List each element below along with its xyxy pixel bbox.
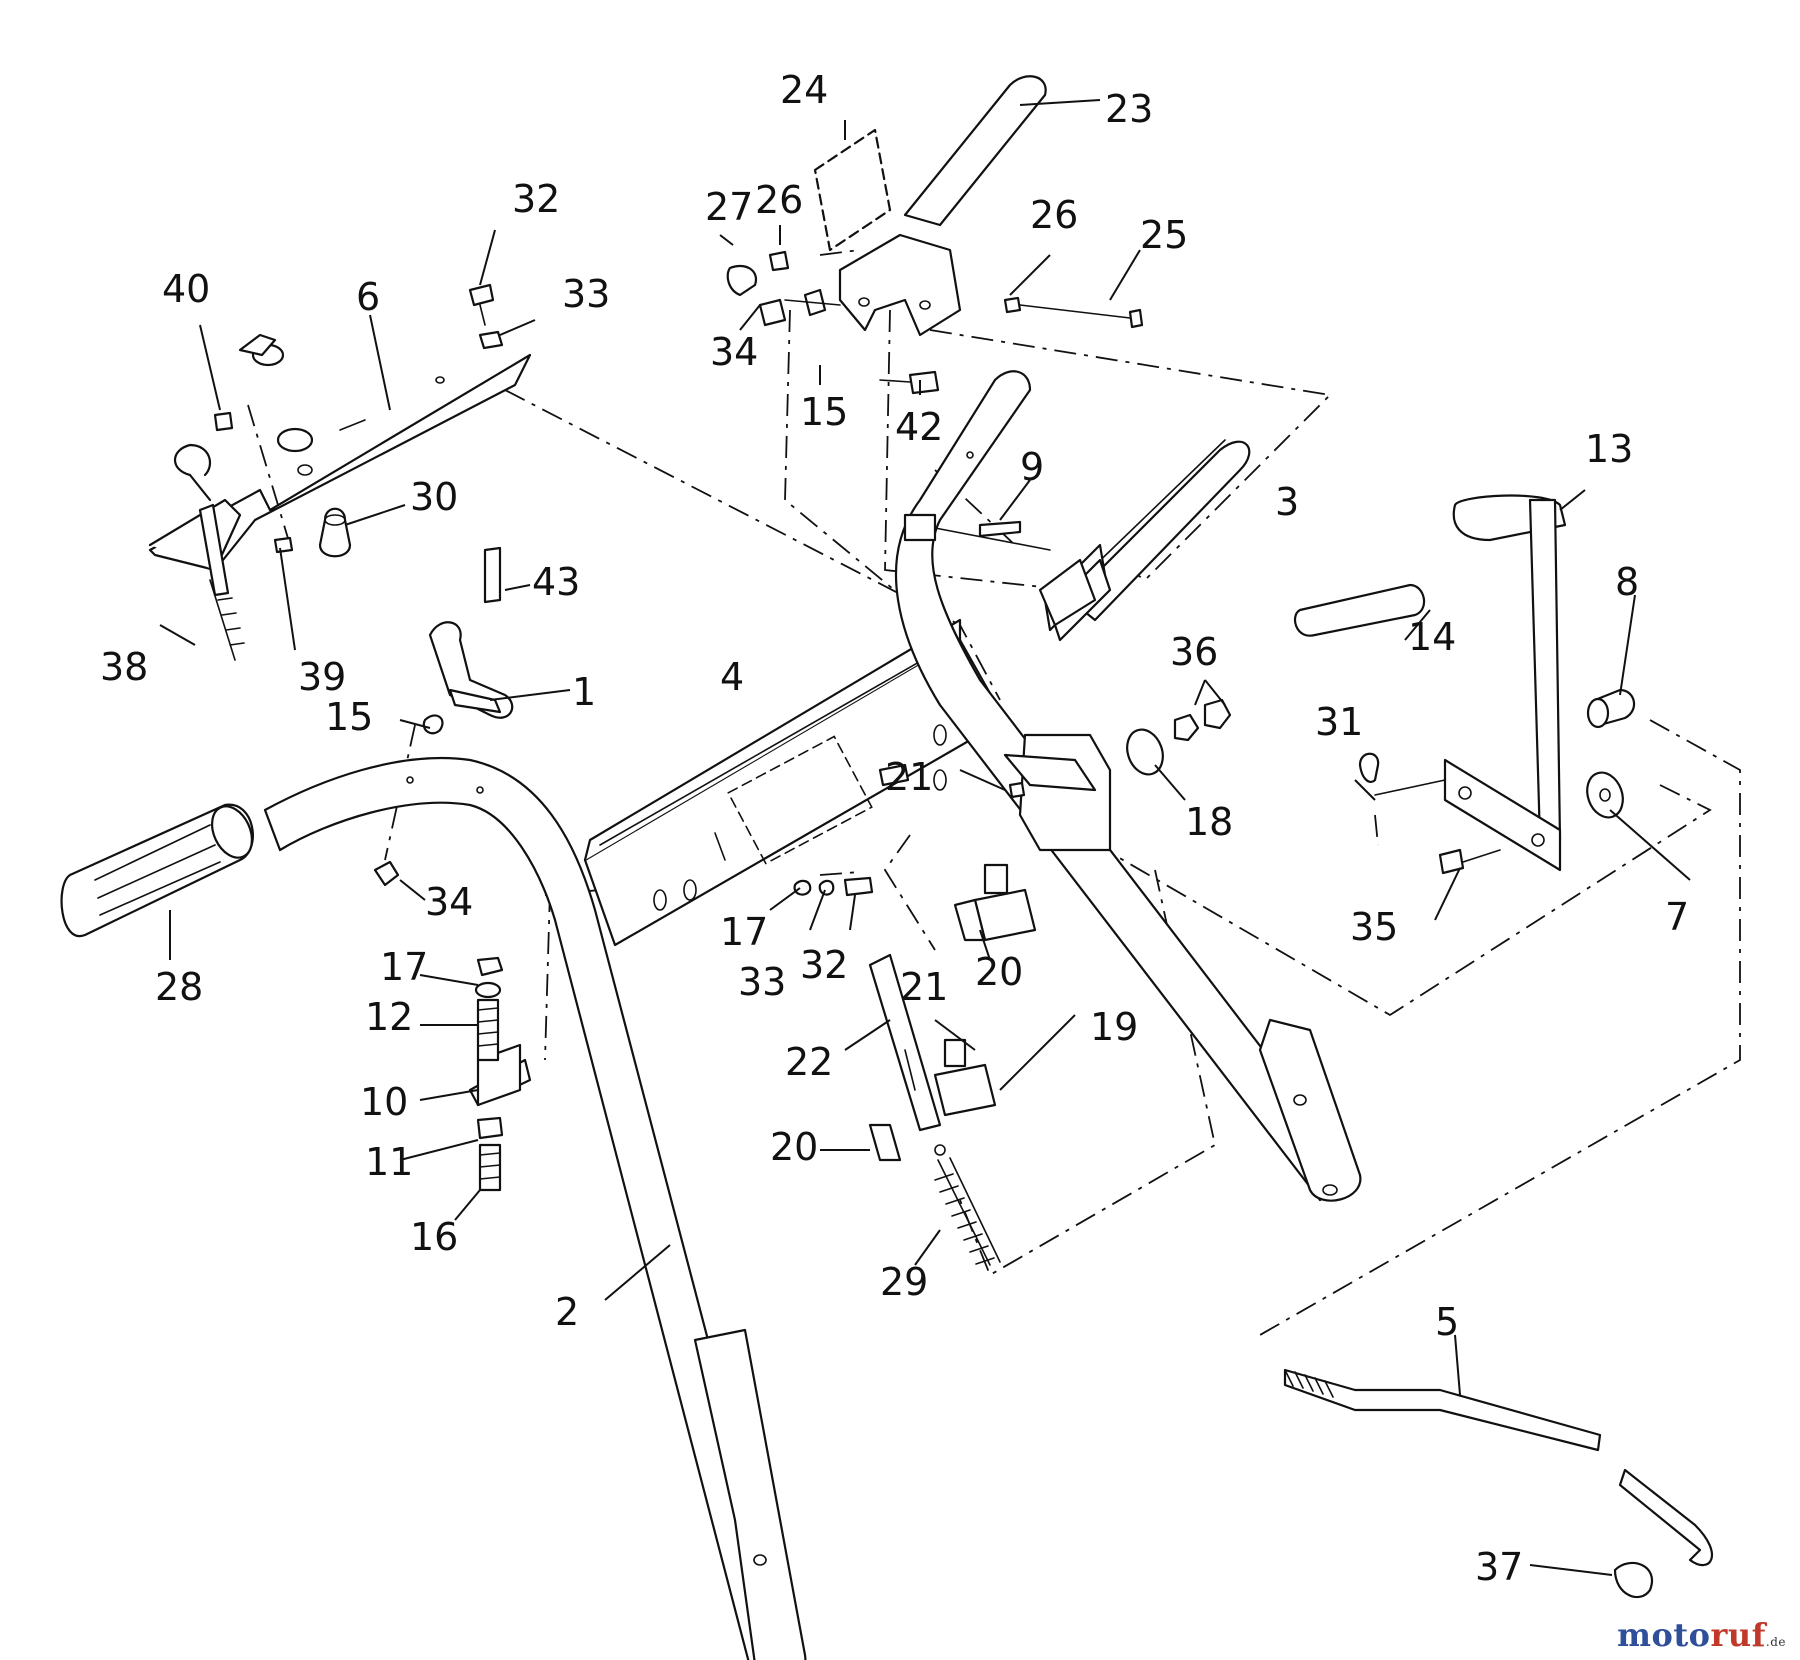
pivot-parts [1586,688,1636,819]
callout-18: 18 [1185,800,1233,844]
callout-42: 42 [895,405,943,449]
cross-panel [583,618,1007,947]
callout-15b: 15 [325,695,373,739]
callout-numbers: 24 23 27 26 26 25 32 33 40 6 34 15 42 9 … [100,68,1689,1589]
left-handle-bar [263,756,807,1660]
callout-8: 8 [1615,560,1639,604]
callout-39: 39 [298,655,346,699]
callout-17a: 17 [380,945,428,989]
callout-11: 11 [365,1140,413,1184]
washer-nuts [1126,698,1232,776]
callout-13: 13 [1585,427,1633,471]
callout-30: 30 [410,475,458,519]
handle-grip [60,803,254,938]
safety-switch-upper [953,733,1112,942]
callout-24: 24 [780,68,828,112]
callout-19: 19 [1090,1005,1138,1049]
clip-bracket [428,621,514,719]
stack-hardware [373,860,532,1192]
callout-40: 40 [162,267,210,311]
callout-32b: 32 [800,943,848,987]
callout-38: 38 [100,645,148,689]
callout-25: 25 [1140,213,1188,257]
callout-22: 22 [785,1040,833,1084]
callout-20a: 20 [975,950,1023,994]
lock-bracket [903,513,1112,642]
leader-lines [159,99,1691,1576]
callout-7: 7 [1665,895,1689,939]
callout-34a: 34 [710,330,758,374]
callout-12: 12 [365,995,413,1039]
callout-29: 29 [880,1260,928,1304]
callout-26b: 26 [1030,193,1078,237]
control-rod [1283,1368,1714,1599]
callout-9: 9 [1020,445,1044,489]
top-hardware [213,250,1501,897]
callout-28: 28 [155,965,203,1009]
callout-20b: 20 [770,1125,818,1169]
callout-21b: 21 [900,965,948,1009]
spring [934,1144,1001,1266]
callout-35: 35 [1350,905,1398,949]
upper-handle-assembly [813,75,1047,337]
watermark-tld: .de [1765,1635,1786,1649]
callout-31: 31 [1315,700,1363,744]
lever-assembly [1293,494,1567,872]
watermark-part-b: ruf [1710,1616,1766,1654]
callout-6: 6 [356,275,380,319]
callout-36: 36 [1170,630,1218,674]
safety-switch-lower [868,953,997,1162]
right-handle-bar [894,370,1362,1202]
callout-32a: 32 [512,177,560,221]
watermark-logo: motoruf.de [1617,1616,1786,1654]
part-shapes [60,75,1714,1660]
watermark-part-a: moto [1617,1616,1711,1654]
callout-10: 10 [360,1080,408,1124]
callout-27: 27 [705,185,753,229]
callout-37: 37 [1475,1545,1523,1589]
callout-26a: 26 [755,178,803,222]
callout-14: 14 [1408,615,1456,659]
callout-33b: 33 [738,960,786,1004]
callout-1: 1 [572,670,596,714]
callout-21a: 21 [885,755,933,799]
callout-15a: 15 [800,390,848,434]
callout-23: 23 [1105,87,1153,131]
callout-16: 16 [410,1215,458,1259]
callout-2: 2 [555,1290,579,1334]
callout-17b: 17 [720,910,768,954]
callout-34b: 34 [425,880,473,924]
callout-3: 3 [1275,480,1299,524]
callout-43: 43 [532,560,580,604]
callout-4: 4 [720,655,744,699]
control-plate [148,333,532,661]
callout-33a: 33 [562,272,610,316]
callout-5: 5 [1435,1300,1459,1344]
